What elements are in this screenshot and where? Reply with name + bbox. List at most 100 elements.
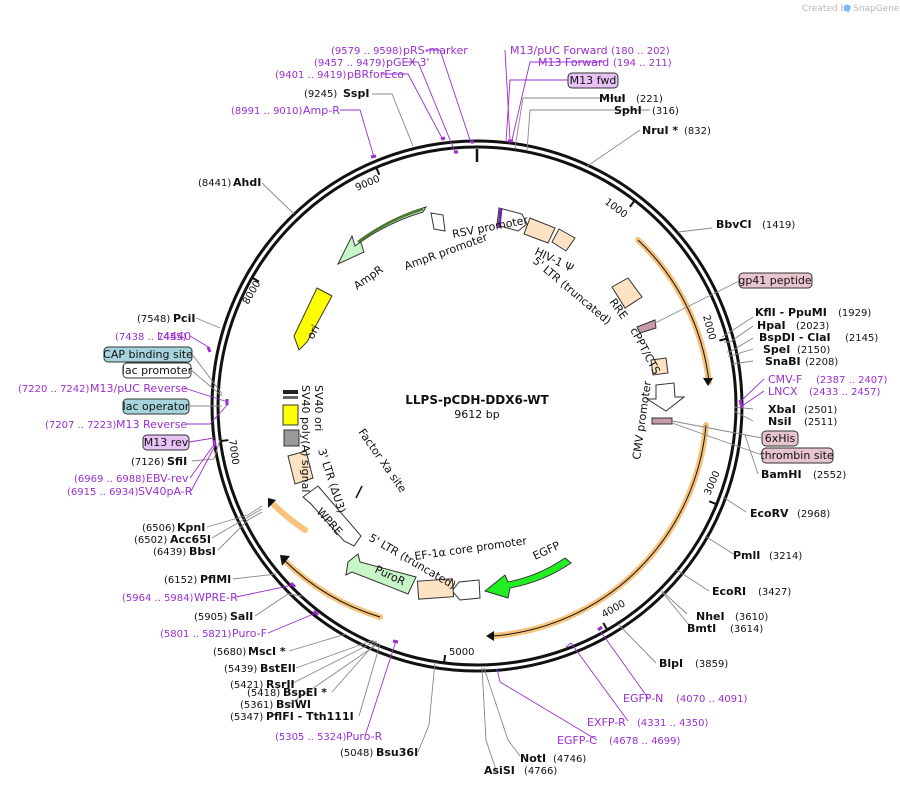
site-name: PciI xyxy=(173,312,195,325)
site-pos: (6506) xyxy=(142,523,175,534)
rre-box xyxy=(611,277,643,309)
site-name: NotI xyxy=(520,752,546,765)
factor-xa-label: Factor Xa site xyxy=(356,426,410,495)
ltr-box xyxy=(523,217,556,244)
site-pos: (7548) xyxy=(137,314,170,325)
orf-arrow-icon xyxy=(280,555,290,566)
thrombin-label: thrombin site xyxy=(760,449,834,462)
primer-name: EBV-rev xyxy=(146,472,189,485)
orf-arrow-icon xyxy=(703,378,713,386)
ef1a-promoter-label: EF-1α core promoter xyxy=(414,534,529,563)
site-name: SpeI xyxy=(763,343,790,356)
orf-line-cmv xyxy=(637,239,710,383)
his-tag-glyph xyxy=(651,417,673,425)
cppt-label: cPPT/CTS xyxy=(627,325,662,376)
primer-pos: (7207 .. 7223) xyxy=(45,420,117,431)
primer-name: LNCX xyxy=(768,385,798,398)
primer-pos: (4070 .. 4091) xyxy=(676,694,748,705)
puror-arrow xyxy=(345,553,417,595)
site-pos: (2145) xyxy=(845,333,878,344)
site-name: BsiWI xyxy=(276,698,311,711)
site-name: SfiI xyxy=(167,455,187,468)
site-name: SalI xyxy=(230,610,253,623)
boxed-labels: M13 fwd gp41 peptide 6xHis thrombin site… xyxy=(103,72,834,464)
m13-rev-label: M13 rev xyxy=(144,436,189,449)
rsv-promoter-arrow xyxy=(496,207,528,232)
site-name: Bsu36I xyxy=(376,746,418,759)
primer-name: Amp-R xyxy=(303,104,340,117)
site-pos: (6152) xyxy=(164,575,197,586)
tick-label-1000: 1000 xyxy=(602,197,629,221)
rsv-promoter-label: RSV promoter xyxy=(451,213,529,240)
primer-pos: (9401 .. 9419) xyxy=(275,70,347,81)
primer-pos: (4678 .. 4699) xyxy=(609,736,681,747)
his-label: 6xHis xyxy=(765,432,796,445)
site-pos: (1929) xyxy=(838,308,871,319)
cmv-promoter-label: CMV promoter xyxy=(630,380,654,461)
primer-leaders xyxy=(183,49,765,741)
site-labels: (9245) SspI MluI (221) SphI (316) NruI *… xyxy=(131,87,878,777)
plasmid-name: LLPS-pCDH-DDX6-WT xyxy=(405,393,549,407)
hiv-psi-box xyxy=(551,228,576,252)
site-pos: (5361) xyxy=(240,700,273,711)
sv40-polya-label: SV40 poly(A) signal xyxy=(299,385,312,492)
site-name: NruI * xyxy=(642,124,678,137)
site-pos: (2208) xyxy=(805,357,838,368)
site-name: SspI xyxy=(343,87,369,100)
site-name: BmtI xyxy=(687,622,716,635)
primer-name: SV40pA-R xyxy=(138,485,193,498)
orf-line-egfp xyxy=(492,424,707,637)
primer-name: Puro-F xyxy=(232,627,267,640)
credit: Created by SnapGene xyxy=(802,4,900,14)
site-pos: (2511) xyxy=(804,417,837,428)
site-pos: (3614) xyxy=(730,624,763,635)
cppt-box xyxy=(650,357,669,376)
ori-label: ori xyxy=(304,323,322,342)
sv40-polya-box xyxy=(283,429,300,447)
site-pos: (7126) xyxy=(131,457,164,468)
site-name: BspDI - ClaI xyxy=(759,331,831,344)
site-name: BamHI xyxy=(761,468,802,481)
primer-pos: (5801 .. 5821) xyxy=(160,629,232,640)
cap-label: CAP binding site xyxy=(103,348,193,361)
ampr-promoter-label: AmpR promoter xyxy=(403,231,490,273)
plasmid-size: 9612 bp xyxy=(454,408,499,421)
site-name: Acc65I xyxy=(170,533,211,546)
site-pos: (5048) xyxy=(340,748,373,759)
site-name: NsiI xyxy=(768,415,792,428)
site-pos: (3427) xyxy=(758,587,791,598)
primer-name: L4440 xyxy=(157,330,191,343)
ef1a-box xyxy=(416,578,455,600)
primer-pos: (7220 .. 7242) xyxy=(18,384,90,395)
egfp-arrow xyxy=(483,557,572,599)
credit-brand: SnapGene xyxy=(853,4,900,14)
plasmid-title: LLPS-pCDH-DDX6-WT 9612 bp xyxy=(405,393,549,421)
site-name: EcoRV xyxy=(750,507,789,520)
site-pos: (5439) xyxy=(224,664,257,675)
gp41-peptide-glyph xyxy=(636,319,657,334)
primer-name: WPRE-R xyxy=(194,591,238,604)
site-name: BspEI * xyxy=(283,686,327,699)
site-name: SnaBI xyxy=(765,355,801,368)
site-name: HpaI xyxy=(757,319,786,332)
site-name: PmlI xyxy=(733,549,760,562)
site-pos: (5680) xyxy=(213,647,246,658)
primer-pos: (9457 .. 9479) xyxy=(314,58,386,69)
ampr-orf-line xyxy=(357,207,424,244)
tick-label-2000: 2000 xyxy=(700,314,717,341)
site-pos: (4766) xyxy=(524,766,557,777)
lac-operator-label: lac operator xyxy=(123,400,190,413)
primer-name: M13 Forward xyxy=(538,56,609,69)
site-pos: (6502) xyxy=(134,535,167,546)
tick-mark xyxy=(708,500,718,506)
lac-promoter-label: lac promoter xyxy=(122,364,193,377)
ampr-promoter-arrow xyxy=(430,212,446,232)
ampr-label: AmpR xyxy=(351,263,386,293)
site-name: SphI xyxy=(614,104,642,117)
primer-pos: (6915 .. 6934) xyxy=(67,487,139,498)
primer-name: M13/pUC Forward xyxy=(510,44,608,57)
sv40-ori-box xyxy=(282,404,299,426)
wpre-arrow xyxy=(302,485,362,547)
site-name: MscI * xyxy=(248,645,286,658)
site-name: EcoRI xyxy=(712,585,746,598)
